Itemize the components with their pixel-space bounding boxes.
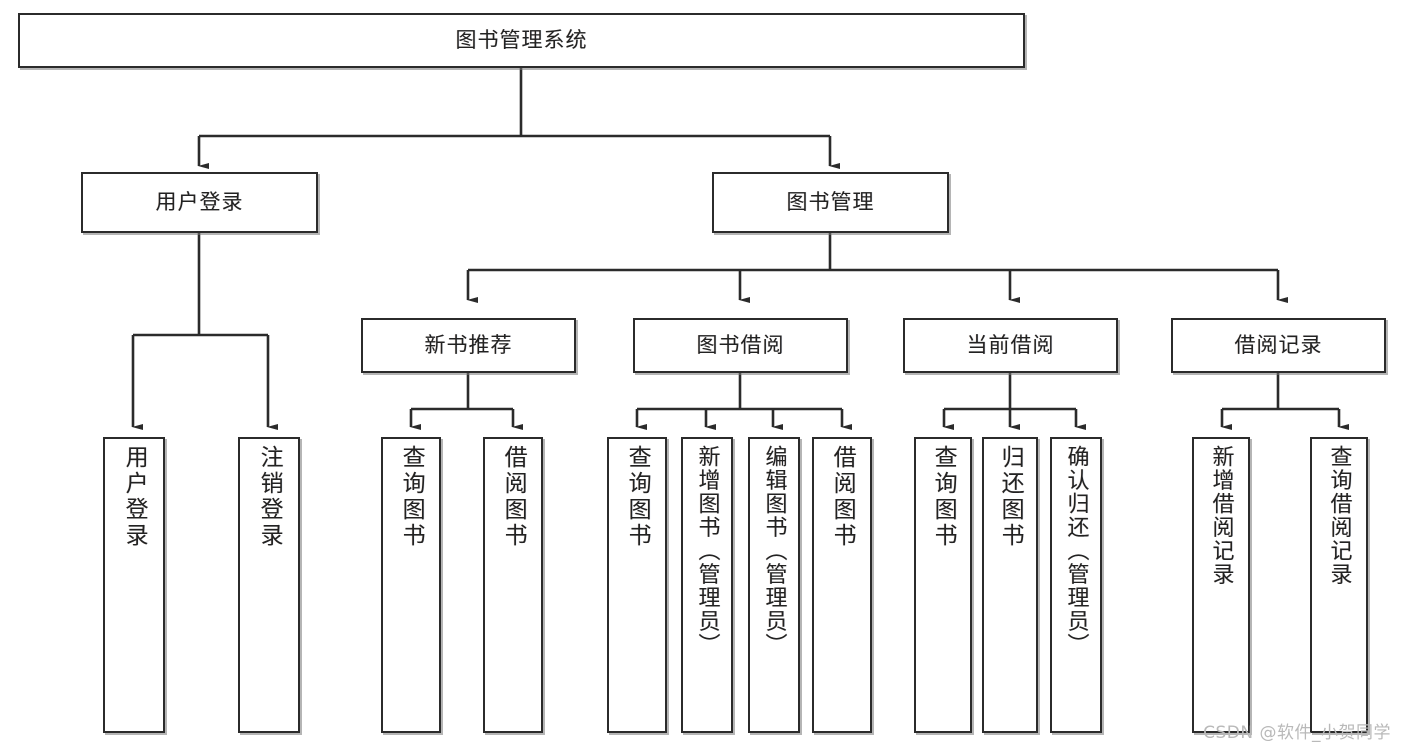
leaf-query-book-borrow[interactable]: 查询图书 [607, 437, 667, 733]
node-new-book-recommend-label: 新书推荐 [424, 333, 513, 358]
leaf-add-book-admin-label: 新增图书（管理员） [694, 445, 720, 657]
leaf-add-book-admin[interactable]: 新增图书（管理员） [681, 437, 733, 733]
node-borrow-record[interactable]: 借阅记录 [1171, 318, 1386, 373]
node-current-borrow[interactable]: 当前借阅 [903, 318, 1118, 373]
node-book-borrow-label: 图书借阅 [696, 333, 785, 358]
node-user-login-label: 用户登录 [155, 190, 244, 215]
node-borrow-record-label: 借阅记录 [1234, 333, 1323, 358]
leaf-user-login-label: 用户登录 [121, 445, 148, 549]
leaf-confirm-return-admin-label: 确认归还（管理员） [1063, 445, 1089, 657]
leaf-confirm-return-admin[interactable]: 确认归还（管理员） [1050, 437, 1102, 733]
leaf-logout-label: 注销登录 [256, 445, 283, 549]
leaf-query-book-recommend[interactable]: 查询图书 [381, 437, 441, 733]
node-book-management-label: 图书管理 [786, 190, 875, 215]
leaf-add-borrow-record-label: 新增借阅记录 [1208, 445, 1234, 586]
leaf-add-borrow-record[interactable]: 新增借阅记录 [1192, 437, 1250, 733]
node-current-borrow-label: 当前借阅 [966, 333, 1055, 358]
node-book-borrow[interactable]: 图书借阅 [633, 318, 848, 373]
leaf-query-borrow-record-label: 查询借阅记录 [1326, 445, 1352, 586]
node-root[interactable]: 图书管理系统 [18, 13, 1025, 68]
leaf-borrow-book-label: 借阅图书 [829, 445, 856, 549]
node-book-management[interactable]: 图书管理 [712, 172, 949, 233]
leaf-logout[interactable]: 注销登录 [238, 437, 300, 733]
leaf-return-book[interactable]: 归还图书 [982, 437, 1038, 733]
node-user-login[interactable]: 用户登录 [81, 172, 318, 233]
leaf-edit-book-admin-label: 编辑图书（管理员） [761, 445, 787, 657]
leaf-edit-book-admin[interactable]: 编辑图书（管理员） [748, 437, 800, 733]
leaf-borrow-book-recommend[interactable]: 借阅图书 [483, 437, 543, 733]
leaf-user-login[interactable]: 用户登录 [103, 437, 165, 733]
leaf-query-borrow-record[interactable]: 查询借阅记录 [1310, 437, 1368, 733]
leaf-query-book-current[interactable]: 查询图书 [914, 437, 972, 733]
leaf-query-book-recommend-label: 查询图书 [398, 445, 425, 549]
leaf-borrow-book-recommend-label: 借阅图书 [500, 445, 527, 549]
leaf-query-book-borrow-label: 查询图书 [624, 445, 651, 549]
node-root-label: 图书管理系统 [455, 28, 588, 53]
leaf-borrow-book[interactable]: 借阅图书 [812, 437, 872, 733]
leaf-return-book-label: 归还图书 [997, 445, 1024, 549]
node-new-book-recommend[interactable]: 新书推荐 [361, 318, 576, 373]
leaf-query-book-current-label: 查询图书 [930, 445, 957, 549]
watermark-text: CSDN @软件_小贺同学 [1203, 723, 1391, 743]
